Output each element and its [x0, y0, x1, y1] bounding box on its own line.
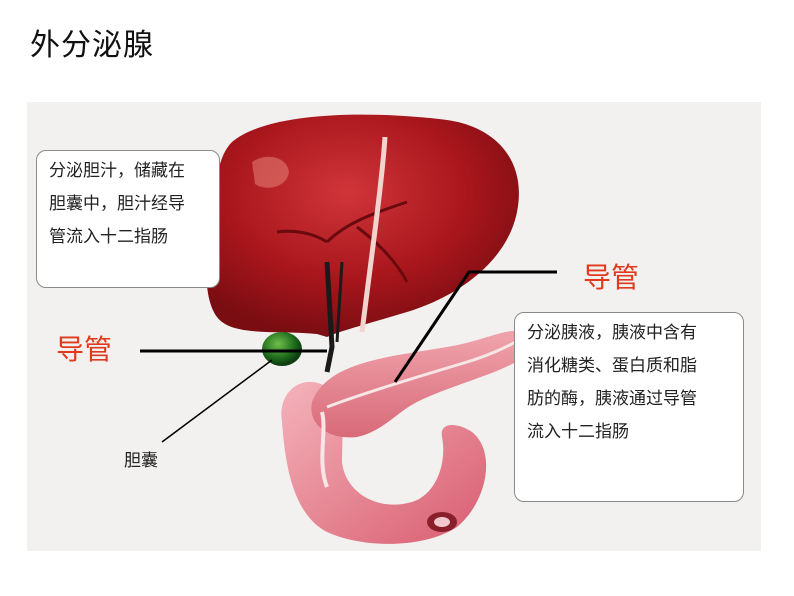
- bile-duct: [324, 261, 335, 373]
- pancreatic-duct: [326, 338, 520, 409]
- page-title: 外分泌腺: [30, 28, 154, 63]
- pancreatic-duct-label: 导管: [583, 261, 640, 294]
- liver-veins: [276, 200, 409, 283]
- gallbladder-pointer: [161, 359, 273, 443]
- liver-callout: 分泌胆汁，储藏在 胆囊中，胆汁经导 管流入十二指肠: [36, 150, 220, 288]
- pancreas-shape: [311, 330, 528, 438]
- gallbladder-shape: [262, 332, 302, 366]
- duct-pointer-right: [393, 270, 557, 383]
- liver-ligament: [359, 136, 388, 333]
- pancreas-callout: 分泌胰液，胰液中含有 消化糖类、蛋白质和脂 肪的酶，胰液通过导管 流入十二指肠: [514, 312, 744, 502]
- liver-highlight: [252, 156, 289, 188]
- bile-duct-label: 导管: [56, 333, 113, 366]
- gallbladder-label: 胆囊: [124, 451, 158, 471]
- liver-shape: [206, 114, 519, 337]
